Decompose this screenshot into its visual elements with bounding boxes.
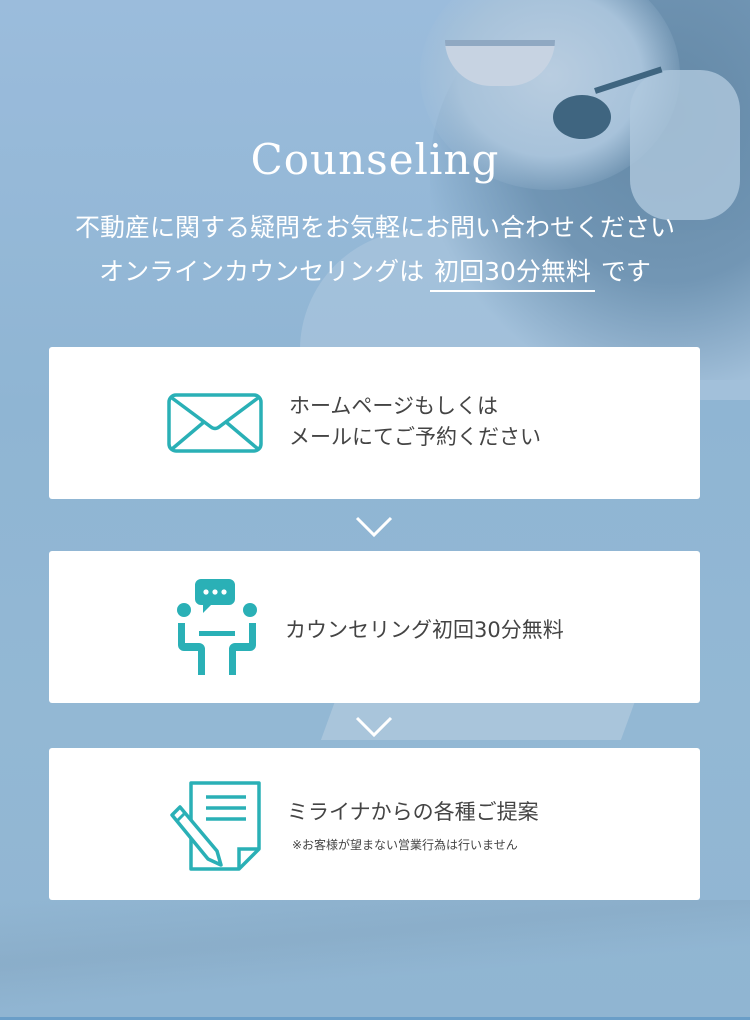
document-pencil-icon (168, 781, 264, 877)
step-text: ホームページもしくは メールにてご予約ください (289, 391, 541, 453)
envelope-icon (167, 393, 263, 457)
lead-prefix: オンラインカウンセリングは (99, 257, 425, 286)
section-title: Counseling (250, 134, 500, 184)
chevron-down-icon (355, 716, 393, 738)
step-note: ※お客様が望まない営業行為は行いません (292, 838, 518, 852)
lead-suffix: です (600, 257, 651, 286)
chevron-down-icon (355, 516, 393, 538)
step-text-line2: メールにてご予約ください (289, 425, 541, 449)
step-card-proposal: ミライナからの各種ご提案 ※お客様が望まない営業行為は行いません (49, 748, 700, 900)
background-photo-hair (430, 0, 750, 380)
free-offer-highlight: 初回30分無料 (430, 252, 595, 292)
step-text-line1: ホームページもしくは (289, 394, 498, 418)
lead-text-line1: 不動産に関する疑問をお気軽にお問い合わせください (74, 213, 675, 242)
background-photo-headset-mic (553, 95, 611, 139)
step-card-counseling: カウンセリング初回30分無料 (49, 551, 700, 703)
step-text: カウンセリング初回30分無料 (285, 618, 564, 642)
step-card-reservation: ホームページもしくは メールにてご予約ください (49, 347, 700, 499)
background-photo-smile (445, 40, 555, 86)
step-text: ミライナからの各種ご提案 (287, 800, 539, 824)
background-photo-headset-arm (594, 66, 663, 94)
lead-text-line2: オンラインカウンセリングは初回30分無料です (0, 252, 750, 292)
background-photo-desk (0, 900, 750, 1020)
counseling-meeting-icon (177, 577, 257, 681)
section-bottom-border (0, 1017, 750, 1020)
